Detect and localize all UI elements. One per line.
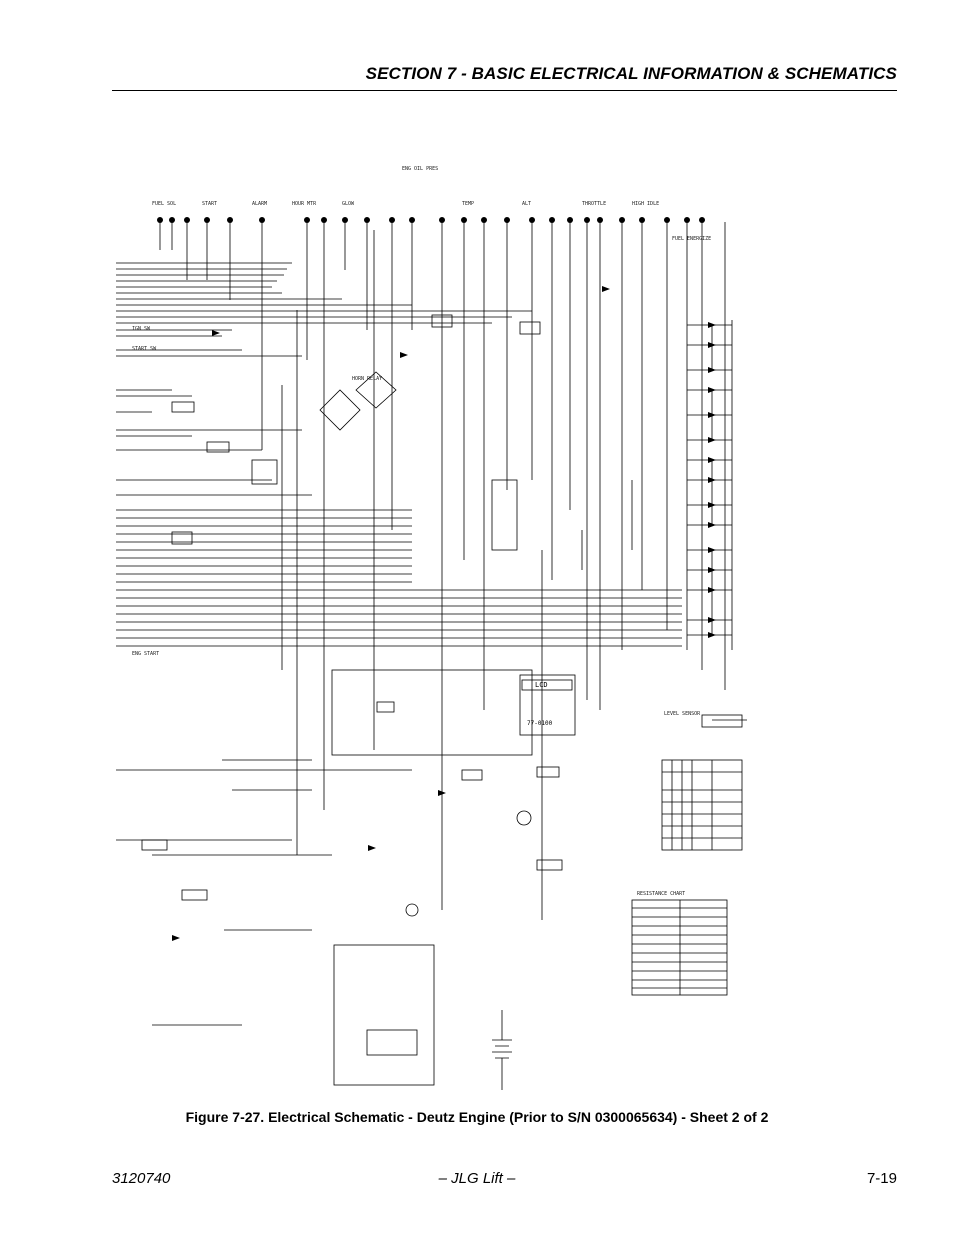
svg-text:HOUR MTR: HOUR MTR (292, 201, 317, 207)
svg-text:GLOW: GLOW (342, 201, 355, 207)
figure-caption: Figure 7-27. Electrical Schematic - Deut… (185, 1109, 769, 1125)
svg-text:LEVEL SENSOR: LEVEL SENSOR (664, 711, 701, 717)
svg-text:HORN RELAY: HORN RELAY (352, 376, 382, 382)
publisher-name: – JLG Lift – (438, 1170, 516, 1187)
module-part-label: 77-0100 (527, 720, 553, 727)
svg-text:ALARM: ALARM (252, 201, 267, 207)
electrical-schematic: FUEL SOL START ALARM HOUR MTR GLOW ENG OIL P… (116, 166, 747, 1090)
svg-text:FUEL ENERGIZE: FUEL ENERGIZE (672, 236, 711, 242)
svg-text:FUEL SOL: FUEL SOL (152, 201, 176, 207)
module-label: LCD (535, 681, 548, 689)
svg-text:HIGH IDLE: HIGH IDLE (632, 201, 659, 207)
svg-text:ENG START: ENG START (132, 651, 159, 657)
svg-text:IGN SW: IGN SW (132, 326, 151, 332)
svg-text:ALT: ALT (522, 201, 531, 207)
page-number: 7-19 (866, 1170, 897, 1187)
svg-text:THROTTLE: THROTTLE (582, 201, 606, 207)
svg-text:START SW: START SW (132, 346, 157, 352)
svg-text:TEMP: TEMP (462, 201, 474, 207)
svg-text:RESISTANCE CHART: RESISTANCE CHART (637, 891, 685, 897)
svg-text:START: START (202, 201, 217, 207)
header-rule (112, 90, 897, 91)
svg-text:ENG OIL PRES: ENG OIL PRES (402, 166, 438, 172)
section-title: SECTION 7 - BASIC ELECTRICAL INFORMATION… (365, 64, 897, 83)
document-number: 3120740 (112, 1170, 171, 1187)
